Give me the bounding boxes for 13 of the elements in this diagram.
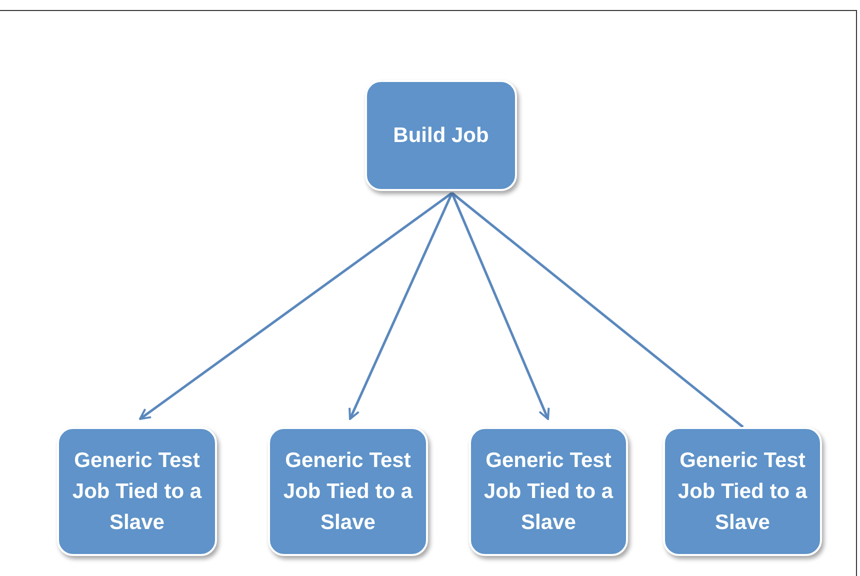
process-box: [268, 427, 428, 556]
arrow: [450, 192, 550, 420]
arrow: [348, 192, 454, 420]
box-label: Build Job: [393, 123, 489, 149]
box-label: Generic Test Job Tied to a Slave: [482, 448, 614, 536]
process-box: [469, 427, 628, 556]
process-box: [663, 427, 822, 556]
box-label: Generic Test Job Tied to a Slave: [71, 448, 203, 536]
box-label: Generic Test Job Tied to a Slave: [282, 448, 414, 536]
arrow: [139, 192, 453, 420]
process-box: [365, 80, 517, 191]
box-label: Generic Test Job Tied to a Slave: [676, 448, 808, 536]
process-box: [57, 427, 217, 556]
